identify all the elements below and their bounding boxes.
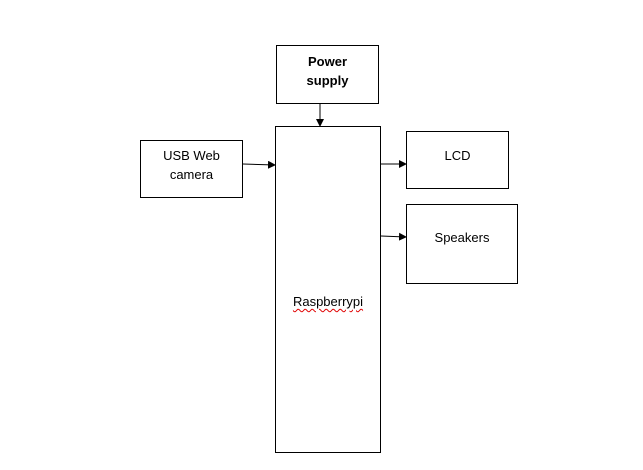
speakers-label: Speakers xyxy=(434,230,490,245)
raspberry-pi-label: Raspberrypi xyxy=(276,273,380,311)
raspberry-pi-block: Raspberrypi xyxy=(275,126,381,453)
lcd-block: LCD xyxy=(406,131,509,189)
usb-web-camera-label: USB Web camera xyxy=(163,148,220,182)
speakers-block: Speakers xyxy=(406,204,518,284)
raspberry-pi-label-text: Raspberrypi xyxy=(292,294,364,309)
power-supply-block: Power supply xyxy=(276,45,379,104)
arrow-raspberrypi-to-speakers xyxy=(380,232,407,241)
usb-web-camera-block: USB Web camera xyxy=(140,140,243,198)
power-supply-label: Power supply xyxy=(306,54,349,88)
arrow-usb-camera-to-raspberrypi xyxy=(242,160,276,169)
lcd-label: LCD xyxy=(444,148,471,163)
